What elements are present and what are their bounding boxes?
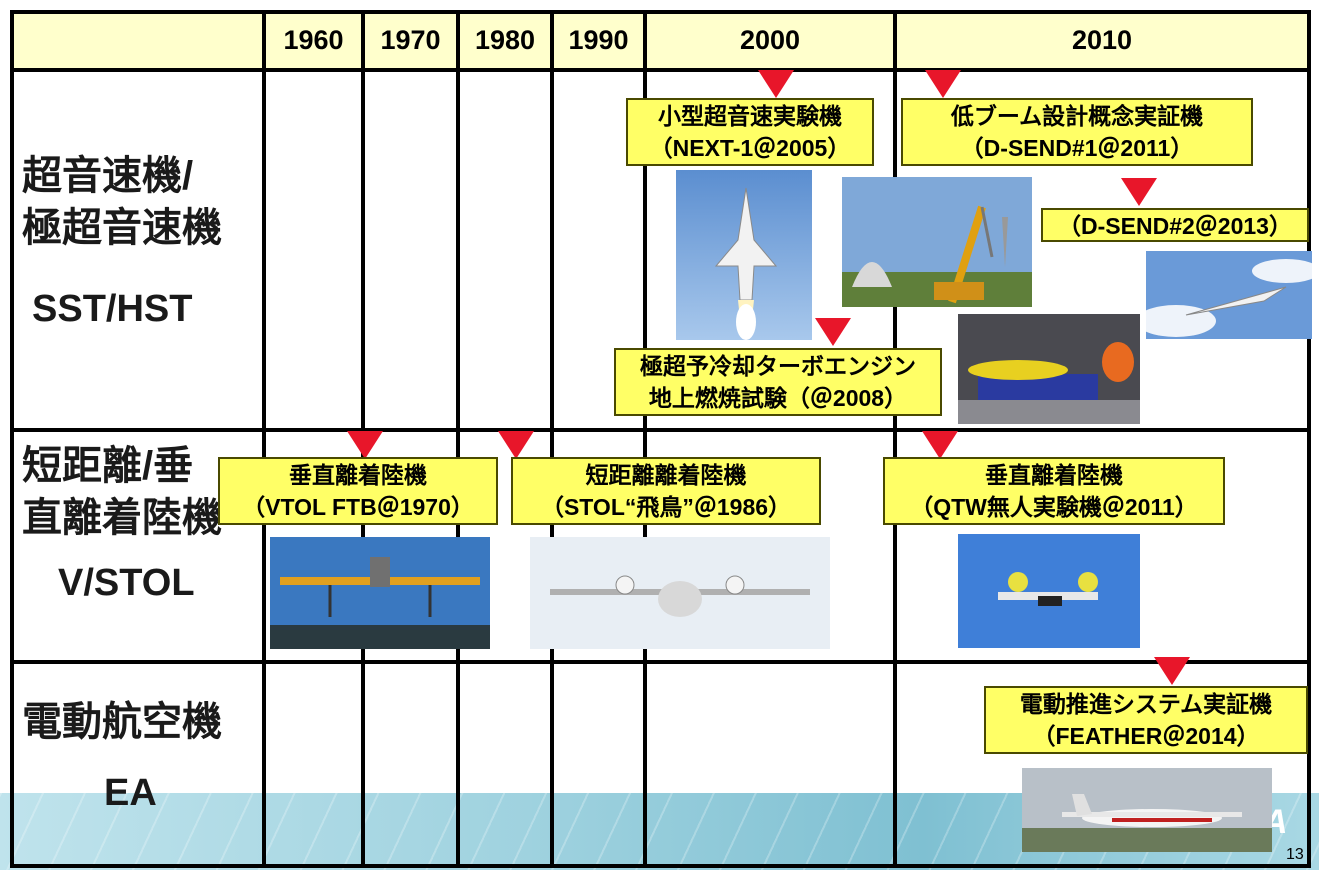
photo-dsend2-aircraft [1146, 251, 1312, 339]
label-qtw-line2: （QTW無人実験機＠2011） [910, 494, 1198, 520]
marker-triangle-vtol [347, 431, 383, 459]
header-decade-2010: 2010 [895, 12, 1309, 68]
marker-triangle-dsend2 [1121, 178, 1157, 206]
photo-engine-test [958, 314, 1140, 424]
label-dsend2: （D-SEND#2＠2013） [1041, 208, 1309, 242]
label-engine: 極超予冷却ターボエンジン 地上燃焼試験（＠2008） [614, 348, 942, 416]
grid-line-col1 [262, 10, 266, 868]
row-label-sst-jp: 超音速機/ 極超音速機 [22, 154, 222, 250]
label-vtol-line2: （VTOL FTB＠1970） [242, 494, 474, 520]
grid-line-left [10, 10, 14, 868]
header-decade-2000: 2000 [645, 12, 895, 68]
header-decade-1960: 1960 [264, 12, 363, 68]
label-feather: 電動推進システム実証機 （FEATHER＠2014） [984, 686, 1308, 754]
grid-line-col4 [550, 10, 554, 868]
row-label-ea: 電動航空機 EA [22, 696, 222, 815]
label-dsend1: 低ブーム設計概念実証機 （D-SEND#1＠2011） [901, 98, 1253, 166]
photo-next1-rocket [676, 170, 812, 340]
row-label-sst: 超音速機/ 極超音速機 SST/HST [22, 150, 222, 331]
photo-stol-asuka [530, 537, 830, 649]
marker-triangle-next1 [758, 70, 794, 98]
marker-triangle-qtw [922, 431, 958, 459]
marker-triangle-engine [815, 318, 851, 346]
row-label-vstol-en: V/STOL [58, 562, 195, 604]
photo-feather-aircraft [1022, 768, 1272, 852]
label-dsend1-line1: 低ブーム設計概念実証機 [950, 103, 1204, 129]
label-dsend2-line1: （D-SEND#2＠2013） [1058, 213, 1292, 239]
row-label-sst-en: SST/HST [32, 288, 193, 330]
grid-line-col6 [893, 10, 897, 868]
grid-line-col3 [456, 10, 460, 868]
header-decade-1990: 1990 [552, 12, 645, 68]
row-label-ea-jp: 電動航空機 [22, 700, 222, 744]
grid-line-right [1307, 10, 1311, 868]
marker-triangle-feather [1154, 657, 1190, 685]
marker-triangle-stol [498, 431, 534, 459]
label-feather-line2: （FEATHER＠2014） [1032, 723, 1260, 749]
grid-line-top [10, 10, 1311, 14]
header-decade-1970: 1970 [363, 12, 458, 68]
label-engine-line1: 極超予冷却ターボエンジン [640, 353, 916, 379]
label-vtol-line1: 垂直離着陸機 [289, 462, 427, 488]
label-stol: 短距離離着陸機 （STOL“飛鳥”＠1986） [511, 457, 821, 525]
label-engine-line2: 地上燃焼試験（＠2008） [648, 385, 908, 411]
photo-vtol-ftb [270, 537, 490, 649]
header-corner-cell [12, 12, 264, 68]
label-qtw: 垂直離着陸機 （QTW無人実験機＠2011） [883, 457, 1225, 525]
grid-line-row1-bottom [10, 428, 1311, 432]
label-stol-line2: （STOL“飛鳥”＠1986） [540, 494, 792, 520]
header-decade-1980: 1980 [458, 12, 552, 68]
label-stol-line1: 短距離離着陸機 [585, 462, 747, 488]
marker-triangle-dsend1 [925, 70, 961, 98]
grid-line-bottom [10, 864, 1311, 868]
label-feather-line1: 電動推進システム実証機 [1019, 691, 1273, 717]
label-next1: 小型超音速実験機 （NEXT-1＠2005） [626, 98, 874, 166]
photo-dsend1-balloon [842, 177, 1032, 307]
label-dsend1-line2: （D-SEND#1＠2011） [960, 135, 1194, 161]
row-label-vstol-jp: 短距離/垂 直離着陸機 [22, 444, 222, 540]
grid-line-row2-bottom [10, 660, 1311, 664]
label-next1-line1: 小型超音速実験機 [658, 103, 842, 129]
grid-line-header-bottom [10, 68, 1311, 72]
page-number: 13 [1286, 846, 1304, 863]
label-next1-line2: （NEXT-1＠2005） [649, 135, 851, 161]
photo-qtw-drone [958, 534, 1140, 648]
label-qtw-line1: 垂直離着陸機 [985, 462, 1123, 488]
row-label-ea-en: EA [104, 772, 157, 814]
label-vtol: 垂直離着陸機 （VTOL FTB＠1970） [218, 457, 498, 525]
row-label-vstol: 短距離/垂 直離着陸機 V/STOL [22, 440, 222, 605]
grid-line-col5 [643, 10, 647, 868]
